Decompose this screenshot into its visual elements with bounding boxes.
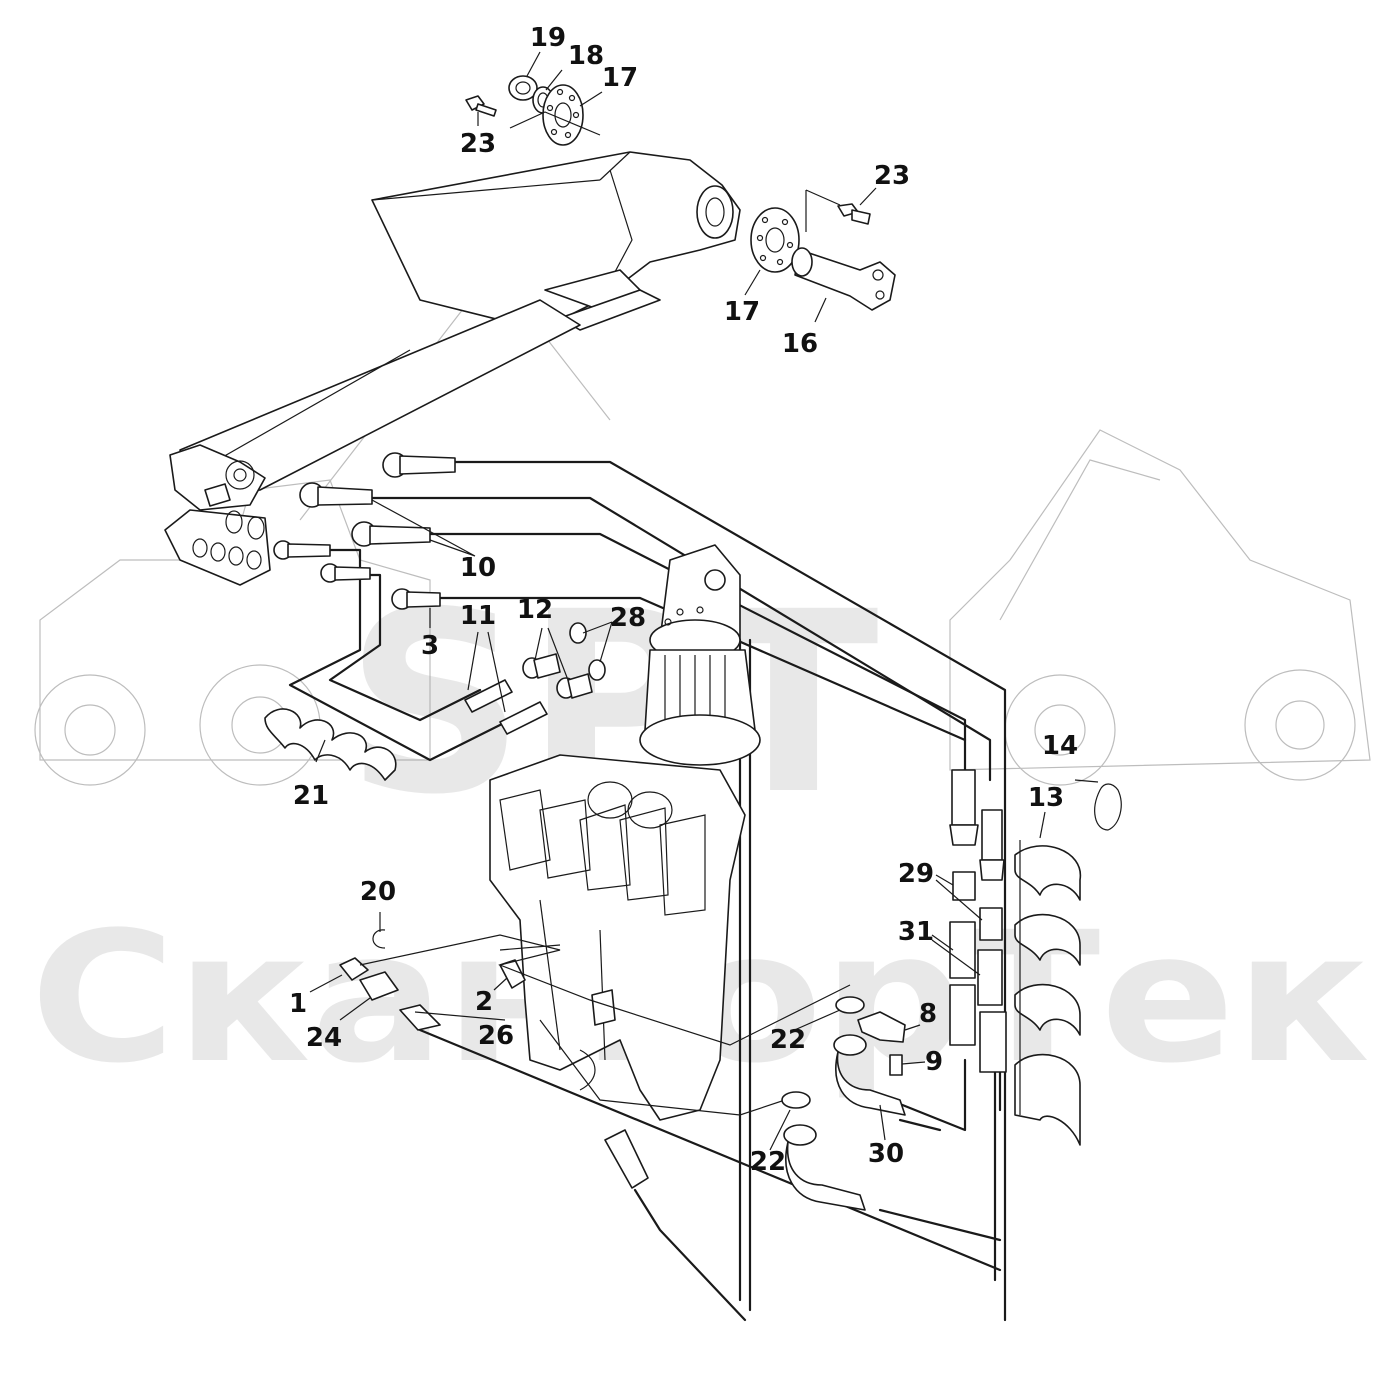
coupling-upper-b: [979, 809, 1005, 881]
elbow-hose-30a: [833, 1034, 906, 1116]
callout-labels: 19 18 17 23 23 17 16 10 3 11 12 28 21 14…: [289, 23, 1078, 1177]
fitting-11b: [499, 701, 548, 735]
clamp-8: [857, 1011, 906, 1043]
callout-1: 1: [289, 989, 307, 1019]
callout-18: 18: [568, 41, 604, 71]
callout-16: 16: [782, 329, 818, 359]
callout-24: 24: [306, 1023, 342, 1053]
fitting-1: [339, 957, 369, 981]
bolt-23-right: [837, 203, 871, 225]
callout-8: 8: [919, 999, 937, 1029]
callout-3: 3: [421, 631, 439, 661]
adapter-29a: [952, 871, 976, 901]
callout-29: 29: [898, 859, 934, 889]
elbow-hose-30b: [783, 1124, 866, 1211]
clip-14: [1094, 783, 1122, 831]
coupling-31a: [949, 921, 976, 979]
swing-post: [639, 544, 761, 766]
callout-30: 30: [868, 1139, 904, 1169]
callout-17-right: 17: [724, 297, 760, 327]
callout-14: 14: [1042, 731, 1078, 761]
hose-26: [399, 1004, 441, 1031]
leader-lines: [309, 51, 1099, 1151]
hose-fitting-3: [391, 588, 441, 610]
dipper-arm: [169, 299, 581, 511]
nut-19: [508, 75, 538, 101]
spring-guard-21: [264, 708, 397, 781]
adapter-29b: [979, 907, 1003, 941]
hose-fitting-10a: [299, 482, 373, 508]
callout-20: 20: [360, 877, 396, 907]
hose-lines: [288, 460, 1007, 1322]
callout-13: 13: [1028, 783, 1064, 813]
coupling-lower-a: [949, 984, 976, 1046]
hose-bracket: [164, 509, 271, 586]
screw-9: [889, 1054, 903, 1076]
coupling-31b: [977, 949, 1003, 1006]
fitting-12b: [556, 673, 593, 699]
callout-22-upper: 22: [770, 1025, 806, 1055]
clip-20: [372, 929, 386, 949]
hose-fitting-small-a: [273, 540, 331, 560]
callout-12: 12: [517, 595, 553, 625]
o-ring-28a: [569, 622, 587, 644]
callout-9: 9: [925, 1047, 943, 1077]
adapter-24: [359, 971, 399, 1001]
callout-10: 10: [460, 553, 496, 583]
callout-19: 19: [530, 23, 566, 53]
callout-23-top: 23: [460, 129, 496, 159]
hose-fitting-1: [382, 452, 456, 478]
o-ring-28b: [588, 659, 606, 681]
pin-16: [791, 247, 896, 311]
plate-17-top: [542, 84, 584, 146]
callout-23-right: 23: [874, 161, 910, 191]
plate-17-right: [750, 207, 800, 273]
callout-2: 2: [475, 987, 493, 1017]
callout-28: 28: [610, 603, 646, 633]
callout-22-lower: 22: [750, 1147, 786, 1177]
callout-11: 11: [460, 601, 496, 631]
callout-31: 31: [898, 917, 934, 947]
boom-arm: [371, 151, 741, 331]
callout-17-top: 17: [602, 63, 638, 93]
o-ring-22b: [781, 1091, 811, 1109]
o-ring-22a: [835, 996, 865, 1014]
callout-21: 21: [293, 781, 329, 811]
spring-guard-13: [1014, 840, 1081, 1146]
coupling-upper-a: [949, 769, 979, 846]
hose-fitting-small-b: [320, 563, 371, 583]
callout-26: 26: [478, 1021, 514, 1051]
fitting-12a: [522, 653, 561, 679]
bolt-23-top: [465, 95, 497, 117]
hose-fitting-10b: [351, 521, 431, 547]
coupling-lower-b: [979, 1011, 1007, 1073]
hose-bottom: [604, 1129, 649, 1189]
